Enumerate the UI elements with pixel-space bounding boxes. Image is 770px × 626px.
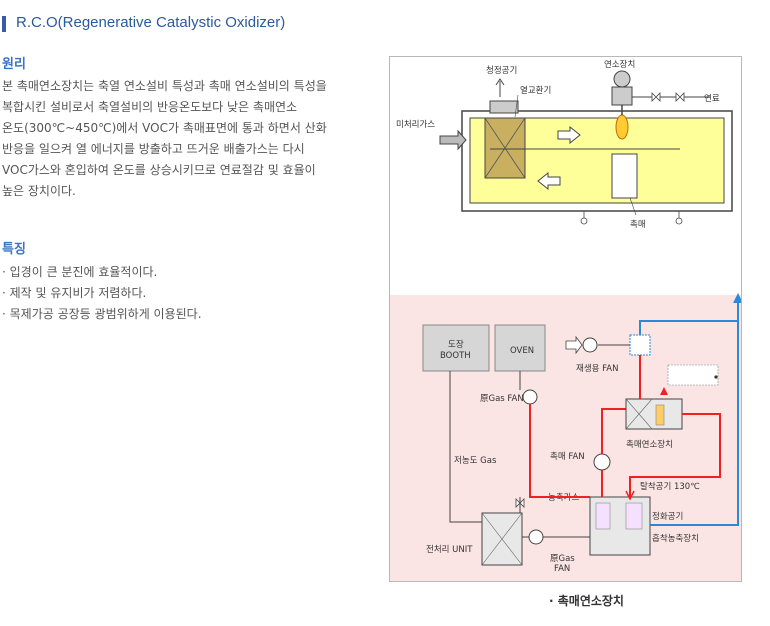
label-low-conc-gas: 저농도 Gas: [454, 456, 497, 466]
booth-box: [422, 324, 490, 372]
rco-diagram-figure: 청정공기 열교환기 연소장치 연료 미처리가스 촉매 도장 BOOTH OVEN…: [389, 56, 742, 582]
desorb-air-line: [629, 413, 721, 497]
label-raw-gas-fan2: 原Gas: [550, 554, 575, 564]
label-adsorb-conc: 흡착농축장치: [652, 533, 699, 544]
feature-item: · 입경이 큰 분진에 효율적이다.: [2, 265, 158, 279]
clean-air-outlet: [489, 100, 519, 114]
features-heading: 특징: [2, 242, 26, 257]
flame-icon: [615, 114, 629, 140]
features-list: · 입경이 큰 분진에 효율적이다. · 제작 및 유지비가 저렴하다. · 목…: [2, 262, 202, 325]
clean-air-line: [650, 295, 739, 526]
outlet-arrow-icon: [495, 78, 505, 97]
label-raw-gas-fan2-b: FAN: [554, 564, 570, 574]
hot-gas-line: [529, 404, 590, 498]
label-catalyst: 촉매: [630, 220, 646, 230]
label-desorb-air: 탈착공기 130℃: [640, 482, 700, 492]
catalyst-combustor-box: [625, 398, 683, 430]
label-untreated-gas: 미처리가스: [396, 120, 435, 130]
heat-exchanger-box: [629, 334, 651, 356]
valve-icon: [515, 498, 525, 508]
label-clean-air-out: 정화공기: [652, 511, 683, 522]
low-conc-gas-line: [449, 371, 490, 523]
drain-icon: [580, 217, 588, 225]
raw-gas-fan2-icon: [528, 529, 544, 545]
label-regen-fan: 재생용 FAN: [576, 363, 618, 374]
label-clean-air: 청정공기: [486, 65, 517, 76]
burner-housing: [611, 86, 633, 106]
label-booth-en: BOOTH: [440, 351, 471, 361]
principle-line: VOC가스와 혼입하여 온도를 상승시키므로 연료절감 및 효율이: [2, 163, 316, 177]
label-burner: 연소장치: [604, 59, 635, 70]
principle-text: 본 촉매연소장치는 축열 연소설비 특성과 촉매 연소설비의 특성을 복합시킨 …: [2, 76, 352, 202]
inlet-arrow-icon: [439, 129, 467, 151]
catalyst-bed: [611, 153, 638, 199]
regen-inlet-arrow-icon: [565, 335, 583, 355]
label-raw-gas-fan: 原Gas FAN: [480, 394, 524, 404]
principle-line: 복합시킨 설비로서 축열설비의 반응온도보다 낮은 촉매연소: [2, 100, 298, 114]
burner-fan-icon: [613, 70, 631, 88]
label-heat-exchanger: 열교환기: [520, 85, 551, 96]
drain-icon: [675, 217, 683, 225]
label-fuel: 연료: [704, 94, 720, 104]
regen-fan-icon: [582, 337, 598, 353]
feature-item: · 제작 및 유지비가 저렴하다.: [2, 286, 147, 300]
label-pretreat: 전처리 UNIT: [426, 544, 473, 555]
catalyst-fan-icon: [593, 453, 611, 471]
feature-item: · 목제가공 공장등 광범위하게 이용된다.: [2, 307, 202, 321]
principle-line: 반응을 일으켜 열 에너지를 방출하고 뜨거운 배출가스는 다시: [2, 142, 305, 156]
figure-caption: · 촉매연소장치: [549, 594, 624, 608]
label-oven: OVEN: [510, 346, 534, 356]
burner-flame-icon: [660, 387, 668, 395]
valve-icon: [651, 92, 661, 102]
raw-gas-fan-icon: [522, 389, 538, 405]
rco-diagram: 청정공기 열교환기 연소장치 연료 미처리가스 촉매 도장 BOOTH OVEN…: [390, 59, 741, 581]
principle-line: 높은 장치이다.: [2, 184, 76, 198]
control-panel: [667, 364, 719, 386]
principle-line: 본 촉매연소장치는 축열 연소설비 특성과 촉매 연소설비의 특성을: [2, 79, 327, 93]
flow-arrow-left-icon: [537, 171, 561, 191]
principle-line: 온도(300℃~450℃)에서 VOC가 촉매표면에 통과 하면서 산화: [2, 121, 327, 135]
exhaust-arrow-icon: [733, 293, 741, 303]
label-booth: 도장: [448, 339, 464, 350]
label-catalyst-fan: 촉매 FAN: [550, 452, 585, 462]
label-catalyst-combustor: 촉매연소장치: [626, 439, 673, 450]
reactor-diagram: 청정공기 열교환기 연소장치 연료 미처리가스 촉매: [396, 59, 733, 230]
process-flow-diagram: 도장 BOOTH OVEN 저농도 Gas 전처리 UNIT 原Gas FAN …: [390, 293, 741, 581]
page-title: R.C.O(Regenerative Catalystic Oxidizer): [16, 14, 286, 31]
principle-heading: 원리: [2, 57, 26, 72]
valve-icon: [675, 92, 685, 102]
title-marker: [2, 16, 6, 32]
flow-arrow-right-icon: [557, 125, 581, 145]
